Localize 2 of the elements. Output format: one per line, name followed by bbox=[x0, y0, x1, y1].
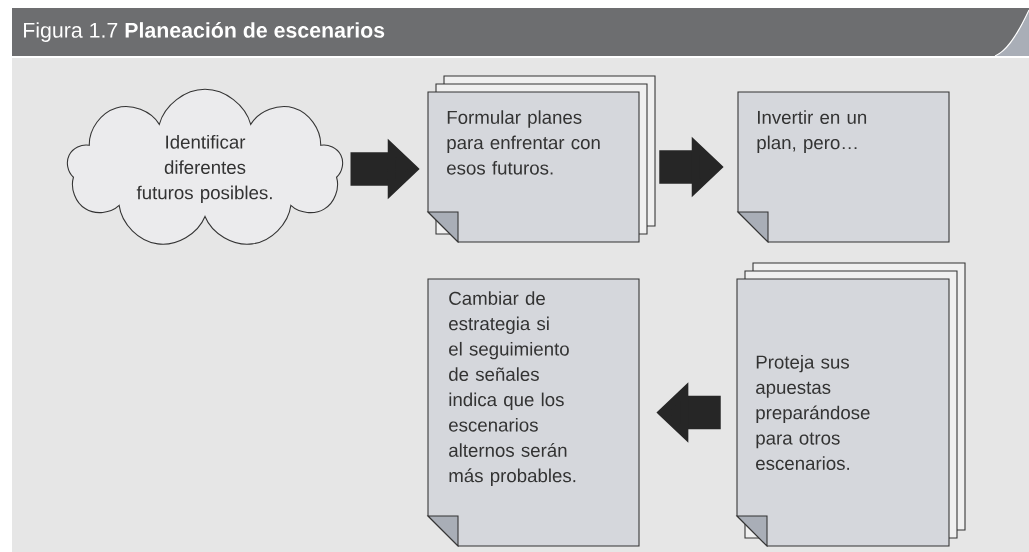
figure-title: Figura 1.7 Planeación de escenarios bbox=[24, 21, 385, 43]
thought-cloud: Identificar diferentes futuros posibles. bbox=[66, 88, 344, 245]
